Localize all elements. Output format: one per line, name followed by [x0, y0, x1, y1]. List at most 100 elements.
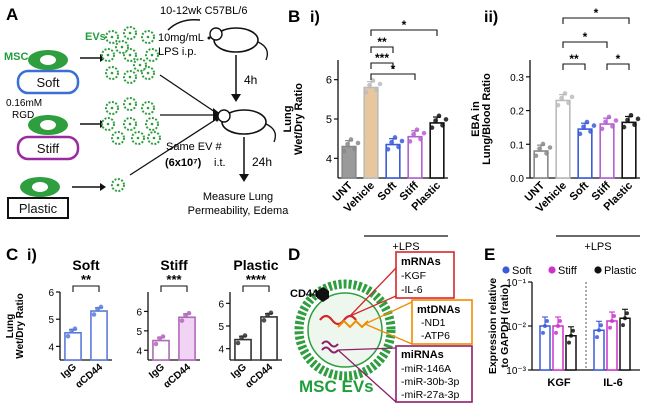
data-point	[613, 118, 619, 123]
data-point	[571, 328, 575, 333]
y-tick-label: 10⁻²	[506, 322, 526, 333]
data-point	[537, 146, 542, 151]
cell-nucleus-icon	[40, 55, 56, 65]
data-point	[544, 151, 549, 156]
bar	[577, 128, 593, 179]
data-point	[603, 119, 608, 124]
data-point	[160, 334, 166, 339]
cell-nucleus-icon	[32, 182, 48, 192]
y-axis-label: Lung/Blood Ratio	[481, 73, 493, 165]
x-tick-label: Soft	[568, 179, 592, 203]
arrow-soft-evs-to-mouse	[159, 74, 216, 113]
data-point	[407, 139, 413, 144]
ev-cargo-dot	[128, 102, 132, 106]
mtdna-helix-icon	[337, 319, 369, 329]
mtdna-item: -ATP6	[421, 330, 450, 342]
mirnas-title: miRNAs	[401, 349, 444, 361]
significance-bracket	[562, 63, 586, 70]
stiff-substrate-box	[16, 135, 80, 161]
data-point	[355, 140, 361, 146]
data-point	[261, 318, 267, 323]
measure-line-2: Permeability, Edema	[188, 205, 290, 217]
significance-bracket	[72, 285, 100, 292]
panel-c-letter: C	[6, 245, 18, 264]
panel-d-letter: D	[288, 245, 300, 264]
mrna-item: -IL-6	[401, 284, 423, 296]
msc-evs-caption: MSC EVs	[299, 377, 374, 396]
mirna-item: -miR-30b-3p	[401, 376, 460, 388]
significance-mark: *	[402, 18, 407, 32]
y-axis-label: Lung	[282, 106, 294, 133]
data-point	[433, 118, 438, 123]
data-point	[577, 131, 583, 137]
ev-cargo-dot	[150, 122, 154, 126]
data-point	[385, 146, 391, 152]
significance-bracket	[562, 17, 630, 24]
significance-bracket	[160, 285, 188, 292]
legend-label: Stiff	[558, 265, 578, 277]
ev-cargo-dot	[138, 63, 142, 67]
data-point	[153, 341, 159, 347]
bar	[599, 123, 615, 179]
data-point	[545, 318, 549, 323]
y-tick-label: 6	[326, 75, 332, 87]
ev-cargo-dot	[120, 45, 124, 49]
mtdnas-box	[411, 299, 473, 345]
y-tick-label: 4	[48, 342, 54, 353]
data-point	[411, 132, 416, 137]
data-point	[91, 312, 97, 317]
time-4h: 4h	[244, 73, 257, 87]
data-point	[98, 304, 104, 310]
x-tick-label: αCD44	[162, 362, 194, 391]
data-point	[558, 318, 562, 323]
data-point	[581, 124, 586, 130]
data-point	[533, 153, 539, 159]
data-point	[599, 323, 603, 328]
y-tick-label: 6	[48, 288, 54, 299]
data-point	[392, 135, 398, 140]
significance-bracket	[562, 41, 608, 48]
bar	[363, 86, 379, 179]
ev-cargo-dot	[110, 71, 114, 75]
ev-cargo-dot	[150, 53, 154, 57]
evs-label: EVs	[85, 31, 106, 43]
ev-cargo-dot	[152, 136, 156, 140]
legend-swatch	[594, 266, 602, 274]
mirna-connector	[337, 347, 397, 351]
y-tick-label: 4	[136, 346, 142, 357]
chart-title: Soft	[72, 257, 100, 273]
y-tick-label: 0.2	[510, 107, 524, 118]
data-point	[588, 129, 593, 134]
time-24h: 24h	[252, 155, 272, 169]
y-tick-label: 5	[48, 315, 54, 326]
data-point	[377, 81, 383, 87]
y-tick-label: 4	[218, 345, 224, 356]
y-axis-label: EBA in	[470, 101, 482, 137]
legend-swatch	[502, 266, 510, 274]
lps-dose: 10mg/mL	[158, 32, 204, 44]
significance-mark: ****	[246, 272, 267, 287]
ev-cargo-dot	[106, 122, 110, 126]
y-axis-label: Wet/Dry Ratio	[15, 293, 26, 358]
plastic-dish: Plastic	[7, 177, 69, 219]
data-point	[621, 323, 625, 328]
data-point	[569, 333, 573, 338]
data-point	[569, 94, 575, 100]
significance-bracket	[606, 63, 630, 70]
chart-title: Plastic	[233, 257, 278, 273]
cell-nucleus-icon	[40, 120, 56, 130]
data-point	[562, 91, 568, 96]
data-point	[239, 335, 244, 340]
plastic-substrate-label: Plastic	[19, 201, 58, 216]
injection-arrow	[167, 18, 201, 31]
ev-cargo-dot	[110, 106, 114, 110]
panel-d: D CD44 MSC EVs mRNAs -KGF -IL-6 mtDNAs -…	[288, 245, 473, 403]
x-tick-label: αCD44	[244, 362, 276, 391]
soft-substrate-label: Soft	[36, 75, 60, 90]
significance-mark: **	[569, 52, 579, 66]
y-tick-label: 0.0	[510, 174, 524, 185]
